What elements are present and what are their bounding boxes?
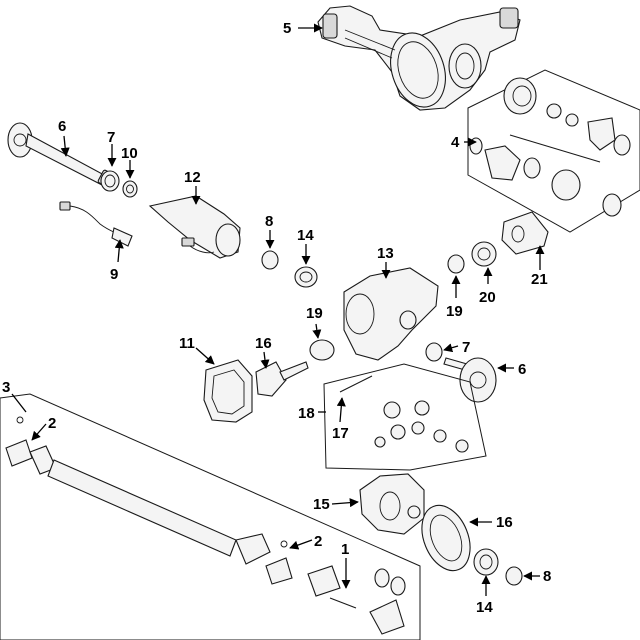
- callout-14: 14: [297, 227, 314, 244]
- callout-18: 18: [298, 405, 315, 422]
- retaining-clip: [280, 540, 288, 548]
- callout-10: 10: [121, 145, 138, 162]
- retaining-clip: [16, 416, 24, 424]
- callout-20: 20: [479, 289, 496, 306]
- callout-2: 2: [314, 533, 322, 550]
- callout-8: 8: [543, 568, 551, 585]
- side-bearing: [447, 254, 465, 274]
- left-axle-bearing: [122, 180, 138, 198]
- callout-6: 6: [518, 361, 526, 378]
- callout-1: 1: [341, 541, 349, 558]
- callout-7: 7: [462, 339, 470, 356]
- lower-bearing-race: [473, 548, 499, 576]
- callout-2: 2: [48, 415, 56, 432]
- callout-21: 21: [531, 271, 548, 288]
- drive-shaft-assembly: [0, 393, 421, 640]
- callout-12: 12: [184, 169, 201, 186]
- right-axle-shaft: [443, 357, 497, 403]
- callout-19: 19: [306, 305, 323, 322]
- pinion-bearing: [261, 250, 279, 270]
- axle-housing: [317, 5, 521, 111]
- bearing-race: [294, 266, 318, 288]
- callout-14: 14: [476, 599, 493, 616]
- drive-shaft-tube: [47, 459, 237, 557]
- slip-yoke: [235, 533, 271, 565]
- front-universal-joint: [5, 439, 57, 475]
- bearing-cup: [471, 241, 497, 267]
- differential-gear-kit: [323, 363, 487, 471]
- callout-leaders: [11, 23, 545, 596]
- callout-19: 19: [446, 303, 463, 320]
- callout-11: 11: [179, 335, 195, 352]
- cover-gasket: [203, 359, 253, 423]
- callout-9: 9: [110, 266, 118, 283]
- right-axle-seal: [425, 342, 443, 362]
- differential-case: [359, 473, 425, 535]
- differential-bearing: [309, 339, 335, 361]
- callout-5: 5: [283, 20, 291, 37]
- tube-sleeve: [501, 211, 549, 255]
- callout-6: 6: [58, 118, 66, 135]
- axle-shaft-assembly: [467, 69, 640, 233]
- callout-8: 8: [265, 213, 273, 230]
- carrier-housing: [343, 267, 439, 361]
- actuator-housing: [148, 195, 241, 259]
- ring-gear: [421, 504, 471, 572]
- pinion-gear: [255, 361, 309, 397]
- callout-15: 15: [313, 496, 330, 513]
- callout-7: 7: [107, 129, 115, 146]
- callout-labels: 5 4 6 7 10 9 12 8 14 13 19 20 21 19 11 1…: [2, 20, 551, 616]
- callout-16: 16: [496, 514, 513, 531]
- callout-3: 3: [2, 379, 10, 396]
- callout-16: 16: [255, 335, 272, 352]
- rear-universal-joint: [265, 557, 341, 597]
- callout-4: 4: [451, 134, 460, 151]
- speed-sensor: [59, 201, 133, 247]
- lower-bearing: [505, 566, 523, 586]
- left-axle-seal: [100, 170, 120, 192]
- callout-13: 13: [377, 245, 394, 262]
- callout-17: 17: [332, 425, 349, 442]
